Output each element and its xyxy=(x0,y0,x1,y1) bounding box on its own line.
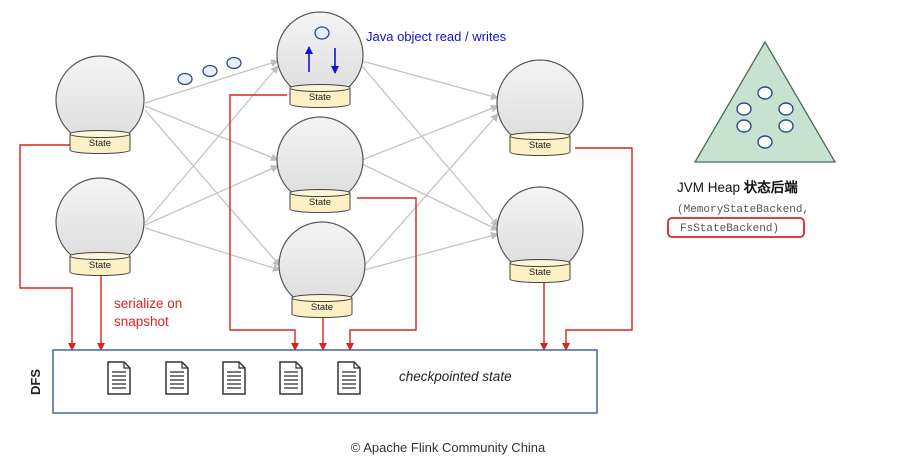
operator-node-m3: State xyxy=(278,221,366,318)
state-cylinder: State xyxy=(509,132,571,156)
backend-title: JVM Heap 状态后端 xyxy=(677,179,798,195)
fs-backend-highlight xyxy=(667,217,805,238)
dfs-box xyxy=(52,349,598,414)
state-cylinder-top xyxy=(289,189,351,197)
state-cylinder-body xyxy=(69,255,131,276)
record-icon xyxy=(226,56,242,70)
operator-node-l2: State xyxy=(55,177,145,276)
edge-m1-r1 xyxy=(361,60,499,101)
state-label: State xyxy=(529,267,551,278)
state-cylinder: State xyxy=(289,84,351,108)
heap-object-icon xyxy=(736,102,752,116)
checkpointed-state-label: checkpointed state xyxy=(399,369,512,384)
state-cylinder-top xyxy=(289,84,351,92)
dfs-label: DFS xyxy=(28,369,43,395)
state-cylinder-top xyxy=(509,132,571,140)
jvm-heap-backend: JVM Heap 状态后端 (MemoryStateBackend, FsSta… xyxy=(667,40,837,238)
backend-fs-line: FsStateBackend) xyxy=(680,223,779,235)
state-label: State xyxy=(89,138,111,149)
snapshot-line-m2 xyxy=(346,197,417,351)
state-label: State xyxy=(529,140,551,151)
heap-triangle xyxy=(693,40,837,163)
snapshot-line-m1 xyxy=(229,94,299,351)
edge-l1-m1 xyxy=(144,59,279,104)
state-label: State xyxy=(309,197,331,208)
state-cylinder: State xyxy=(291,294,353,318)
document-icon xyxy=(279,361,303,395)
state-cylinder: State xyxy=(69,130,131,154)
snapshot-arrows xyxy=(19,94,633,351)
checkpoint-files xyxy=(107,361,361,395)
operator-node-m1: State xyxy=(276,11,364,108)
state-cylinder-body xyxy=(69,133,131,154)
heap-object-icon xyxy=(757,135,773,149)
footer-copyright: © Apache Flink Community China xyxy=(351,440,546,455)
edge-m3-r1 xyxy=(363,113,499,267)
state-cylinder-body xyxy=(509,262,571,283)
in-flight-records xyxy=(177,56,242,86)
backend-memory-line: (MemoryStateBackend, xyxy=(677,204,809,216)
record-icon xyxy=(202,64,218,78)
edge-m1-r2 xyxy=(361,65,499,227)
document-icon xyxy=(222,361,246,395)
java-rw-label: Java object read / writes xyxy=(366,29,507,44)
dataflow-connections xyxy=(144,59,499,272)
snapshot-line-l1 xyxy=(19,144,76,351)
record-icon xyxy=(177,72,193,86)
edge-l2-m1 xyxy=(144,65,279,224)
state-label: State xyxy=(89,260,111,271)
state-cylinder: State xyxy=(289,189,351,213)
memory-state-backend: MemoryStateBackend, xyxy=(684,204,809,216)
heap-object-icon xyxy=(778,102,794,116)
edge-l2-m2 xyxy=(144,165,279,226)
state-label: State xyxy=(309,92,331,103)
state-cylinder: State xyxy=(509,259,571,283)
edge-m2-r1 xyxy=(361,104,499,161)
state-cylinder-top xyxy=(509,259,571,267)
edge-m3-r2 xyxy=(363,231,499,271)
state-cylinder-body xyxy=(289,192,351,213)
paren-open: ( xyxy=(677,204,684,216)
operator-node-r2: State xyxy=(496,186,584,283)
document-icon xyxy=(107,361,131,395)
edge-l1-m3 xyxy=(144,109,281,267)
fs-state-backend: FsStateBackend xyxy=(680,223,772,235)
paren-close: ) xyxy=(772,223,779,235)
state-label: State xyxy=(311,302,333,313)
state-cylinder-top xyxy=(69,130,131,138)
operator-node-m2: State xyxy=(276,116,364,213)
edge-l2-m3 xyxy=(144,227,281,272)
backend-title-cn: 状态后端 xyxy=(744,179,798,195)
dfs-storage: DFS checkpointed state xyxy=(28,349,598,414)
snapshot-line-r1 xyxy=(562,147,633,351)
heap-object-icon xyxy=(757,86,773,100)
operator-node-r1: State xyxy=(496,59,584,156)
state-cylinder: State xyxy=(69,252,131,276)
state-cylinder-top xyxy=(69,252,131,260)
document-icon xyxy=(337,361,361,395)
state-cylinder-body xyxy=(509,135,571,156)
heap-object-icon xyxy=(736,119,752,133)
heap-object-icon xyxy=(778,119,794,133)
edge-l1-m2 xyxy=(144,105,279,162)
serialize-label-line1: serialize on xyxy=(114,296,182,311)
document-icon xyxy=(165,361,189,395)
serialize-label-line2: snapshot xyxy=(114,314,169,329)
edge-m2-r2 xyxy=(361,163,499,231)
backend-title-prefix: JVM Heap xyxy=(677,180,744,195)
operator-node-l1: State xyxy=(55,55,145,154)
state-cylinder-top xyxy=(291,294,353,302)
state-cylinder-body xyxy=(291,297,353,318)
java-object-icon xyxy=(314,26,330,40)
java-rw-group: Java object read / writes xyxy=(305,26,507,74)
state-cylinder-body xyxy=(289,87,351,108)
